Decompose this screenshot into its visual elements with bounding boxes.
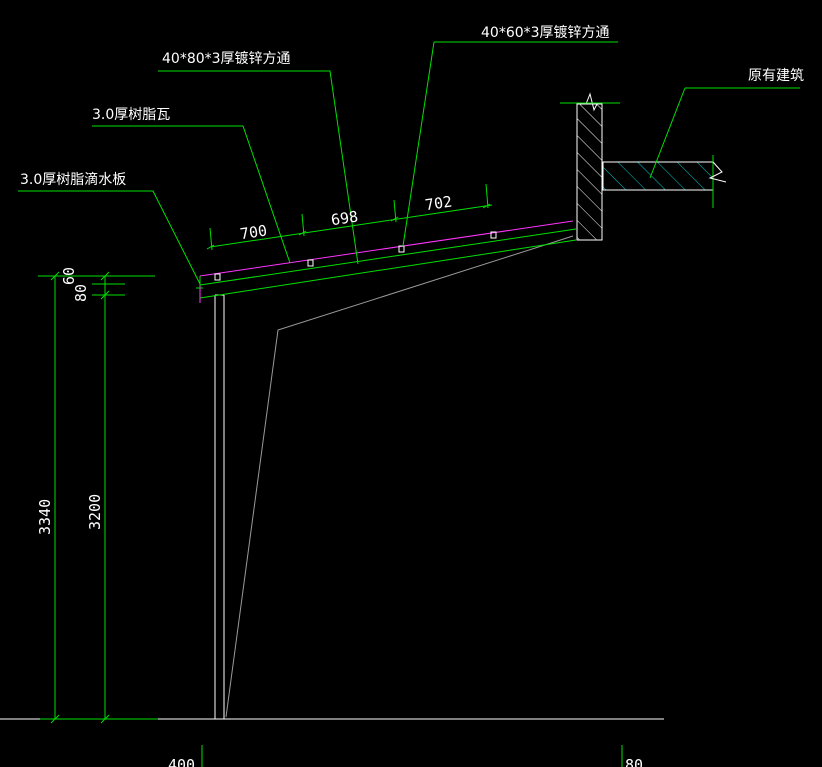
span-dimensions [206,183,493,251]
dim-height-column: 3200 [86,494,104,530]
roof-assembly [196,220,577,303]
diagonal-brace [225,235,574,718]
dim-bottom-left: 400 [168,756,195,767]
dim-bottom-right: 80 [625,756,643,767]
dim-span-2: 698 [330,207,359,229]
existing-wall [560,92,620,241]
dim-span-3: 702 [424,192,453,214]
purlin-marker [214,273,221,281]
resin-tile-line [199,220,574,277]
purlin-marker [490,231,497,239]
dim-height-total: 3340 [36,499,54,535]
label-steel-40x80: 40*80*3厚镀锌方通 [162,50,291,67]
leaders [18,41,800,285]
column [214,294,225,719]
dim-top-2: 80 [72,284,90,302]
dim-span-1: 700 [239,221,268,243]
purlin-marker [398,245,405,253]
existing-slab [602,155,727,208]
vertical-dimensions [38,271,158,724]
purlin-marker [307,259,314,267]
label-resin-tile: 3.0厚树脂瓦 [92,107,170,123]
dim-top-1: 60 [60,267,78,285]
label-existing-building: 原有建筑 [748,68,804,84]
label-drip-board: 3.0厚树脂滴水板 [20,171,126,188]
label-steel-40x60: 40*60*3厚镀锌方通 [481,24,610,41]
